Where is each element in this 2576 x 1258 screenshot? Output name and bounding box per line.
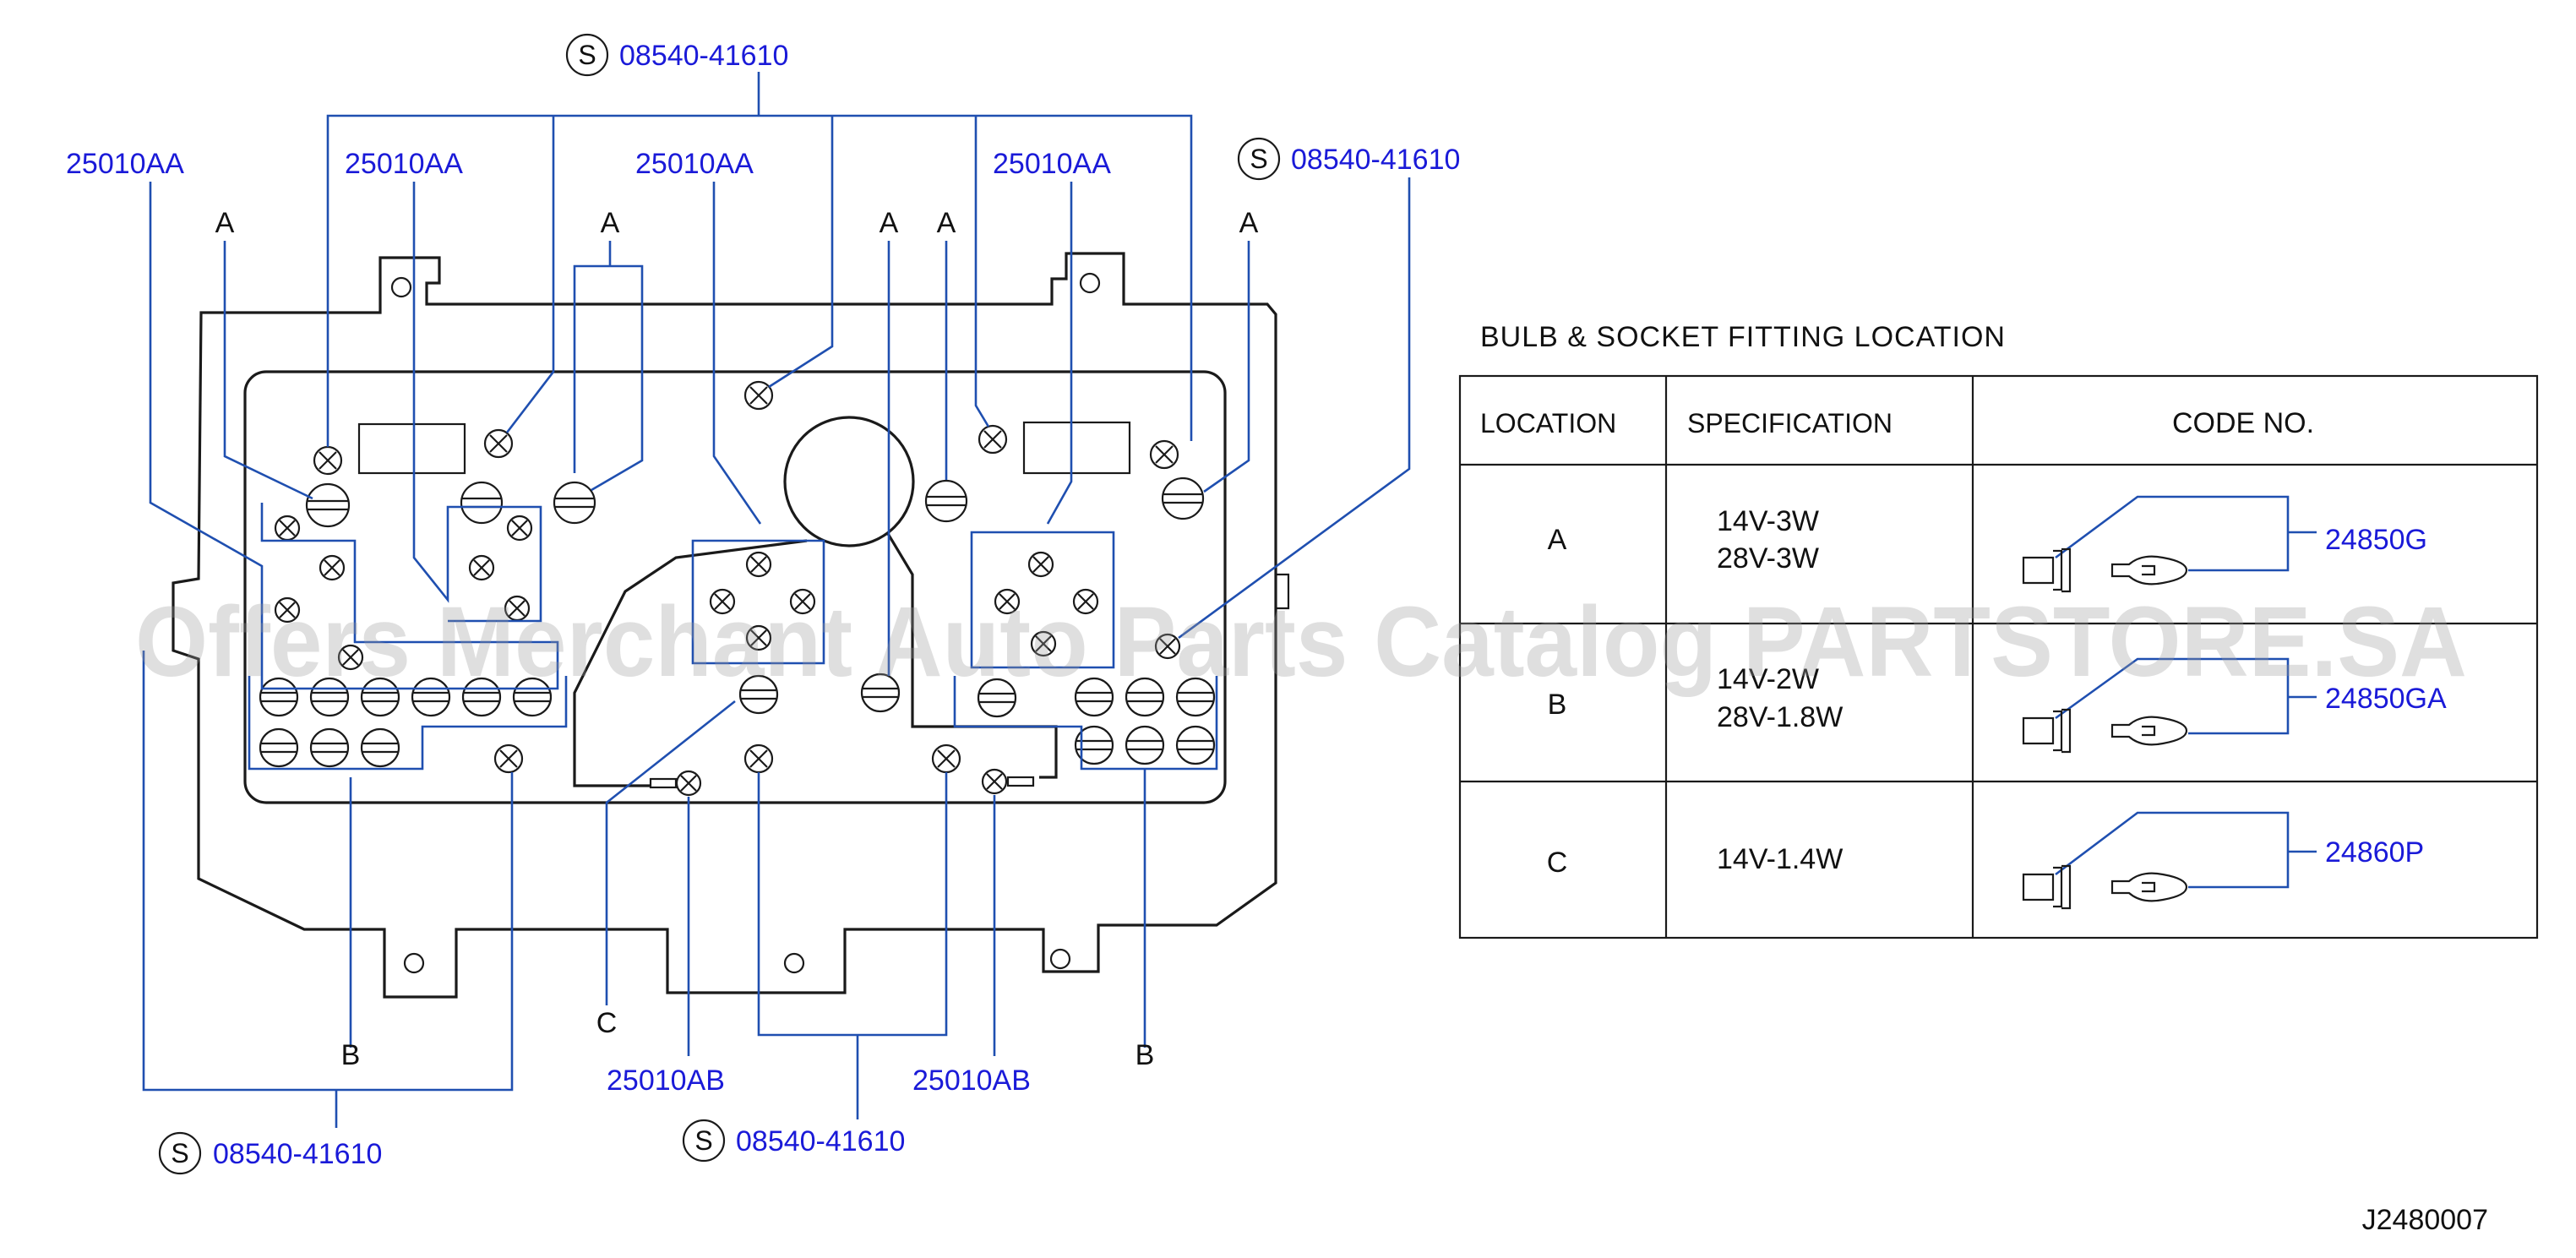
table-cell-spec: 28V-1.8W <box>1717 701 1843 733</box>
part-number-bottom-mid-screw: 08540-41610 <box>736 1125 905 1157</box>
table-cell-location: B <box>1548 689 1567 721</box>
table-cell-location: C <box>1547 847 1568 879</box>
part-number-socket-3: 25010AA <box>635 148 754 180</box>
svg-text:A: A <box>601 207 620 239</box>
screw-symbol-label: S <box>694 1125 712 1156</box>
bulb-socket-drawing-a <box>2022 495 2317 593</box>
screw-callout-bottom-mid: S 08540-41610 <box>682 1119 905 1163</box>
bulb-socket-table: BULB & SOCKET FITTING LOCATION LOCATION … <box>1458 321 2539 939</box>
leader-lines <box>142 72 1411 1128</box>
watermark-text: Offers Merchant Auto Parts Catalog PARTS… <box>135 586 2467 698</box>
screw-symbol-label: S <box>578 40 596 70</box>
socket-symbols <box>259 477 1216 768</box>
svg-text:A: A <box>215 207 235 239</box>
bulb-socket-drawing-b <box>2022 657 2317 754</box>
screw-symbols <box>274 380 1181 797</box>
table-cell-location: A <box>1548 524 1567 556</box>
svg-text:A: A <box>1239 207 1259 239</box>
table-header-specification: SPECIFICATION <box>1687 408 1893 438</box>
table-cell-spec: 28V-3W <box>1717 542 1819 575</box>
table-cell-code: 24850G <box>2325 524 2427 556</box>
bulb-socket-drawing-c <box>2022 811 2317 910</box>
screw-callout-right: S 08540-41610 <box>1237 137 1460 181</box>
screw-symbol-label: S <box>1250 144 1267 174</box>
screw-callout-bottom-left: S 08540-41610 <box>158 1131 382 1175</box>
screw-symbol-label: S <box>171 1138 188 1168</box>
part-number-socket-ab-2: 25010AB <box>912 1065 1031 1097</box>
screw-callout-top: S 08540-41610 <box>565 33 788 77</box>
svg-text:B: B <box>1136 1039 1155 1071</box>
location-letters: A A A A A B B C <box>215 207 1259 1071</box>
table-cell-spec: 14V-2W <box>1717 663 1819 695</box>
svg-text:A: A <box>880 207 899 239</box>
part-number-top-screw: 08540-41610 <box>619 40 788 72</box>
part-number-bottom-left-screw: 08540-41610 <box>213 1138 382 1170</box>
table-title: BULB & SOCKET FITTING LOCATION <box>1480 321 2006 353</box>
diagram-id: J2480007 <box>2362 1204 2488 1236</box>
table-cell-code: 24860P <box>2325 836 2424 869</box>
part-number-socket-4: 25010AA <box>993 148 1111 180</box>
part-number-socket-ab-1: 25010AB <box>607 1065 725 1097</box>
table-header-location: LOCATION <box>1480 408 1616 438</box>
svg-text:C: C <box>596 1007 618 1039</box>
part-number-socket-2: 25010AA <box>345 148 463 180</box>
svg-text:A: A <box>937 207 956 239</box>
table-cell-code: 24850GA <box>2325 683 2447 715</box>
part-number-socket-1: 25010AA <box>66 148 184 180</box>
table-cell-spec: 14V-3W <box>1717 505 1819 537</box>
table-cell-spec: 14V-1.4W <box>1717 843 1843 875</box>
svg-text:B: B <box>341 1039 361 1071</box>
part-number-right-screw: 08540-41610 <box>1291 144 1460 176</box>
table-header-code: CODE NO. <box>2172 407 2314 439</box>
